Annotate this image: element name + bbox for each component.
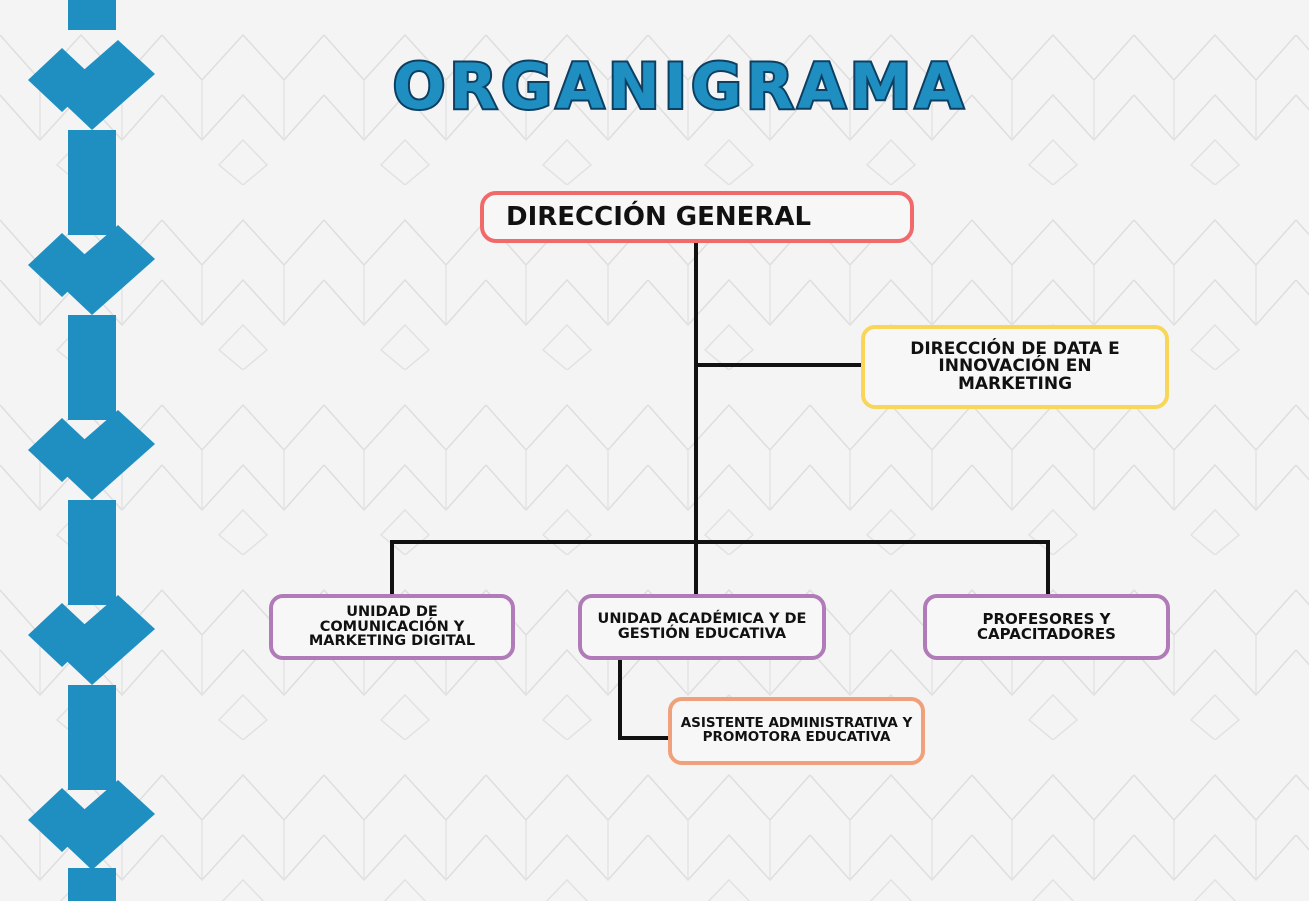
node-unidad-comunicacion-label: UNIDAD DE COMUNICACIÓN Y MARKETING DIGIT… bbox=[308, 603, 476, 650]
node-profesores: PROFESORES Y CAPACITADORES bbox=[923, 594, 1170, 660]
node-asistente: ASISTENTE ADMINISTRATIVA Y PROMOTORA EDU… bbox=[668, 697, 925, 765]
left-decorative-border bbox=[28, 0, 155, 901]
line-to-asistente bbox=[618, 659, 669, 740]
node-direccion-general-label: DIRECCIÓN GENERAL bbox=[506, 201, 812, 232]
node-unidad-comunicacion: UNIDAD DE COMUNICACIÓN Y MARKETING DIGIT… bbox=[269, 594, 515, 660]
node-direccion-data: DIRECCIÓN DE DATA E INNOVACIÓN EN MARKET… bbox=[861, 325, 1169, 409]
node-asistente-label: ASISTENTE ADMINISTRATIVA Y PROMOTORA EDU… bbox=[680, 715, 913, 745]
node-profesores-label: PROFESORES Y CAPACITADORES bbox=[977, 609, 1116, 643]
page-title: ORGANIGRAMA bbox=[391, 48, 968, 125]
node-direccion-general: DIRECCIÓN GENERAL bbox=[480, 191, 914, 243]
node-direccion-data-label: DIRECCIÓN DE DATA E INNOVACIÓN EN MARKET… bbox=[910, 339, 1120, 394]
node-unidad-academica-label: UNIDAD ACADÉMICA Y DE GESTIÓN EDUCATIVA bbox=[597, 611, 807, 642]
node-unidad-academica: UNIDAD ACADÉMICA Y DE GESTIÓN EDUCATIVA bbox=[578, 594, 826, 660]
